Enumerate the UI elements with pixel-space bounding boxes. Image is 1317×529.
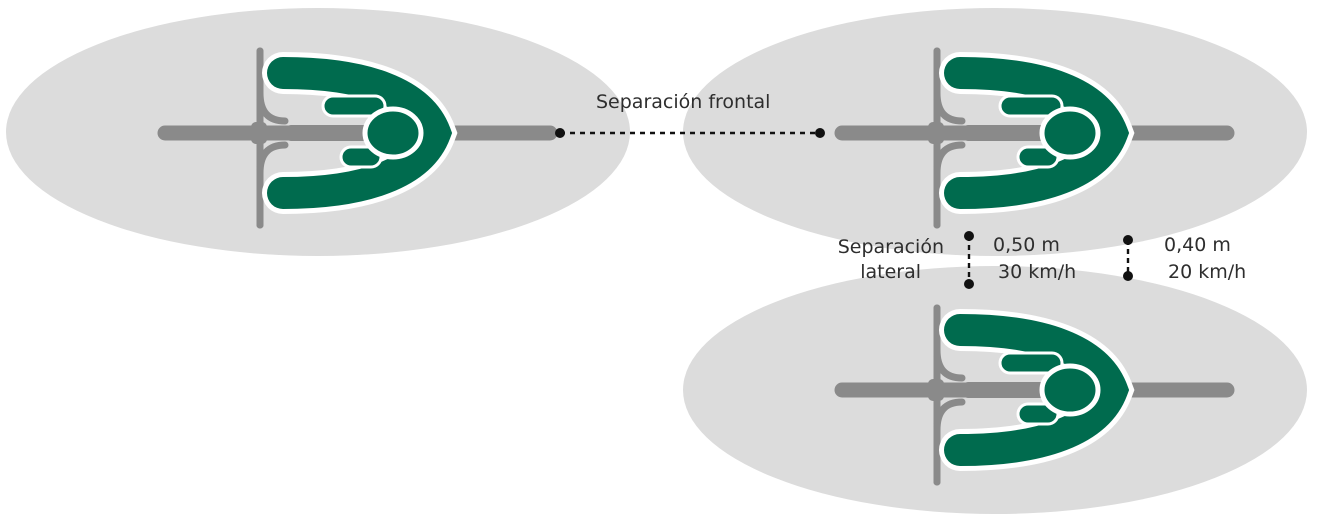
frontal-separation-label: Separación frontal <box>596 91 770 113</box>
distance-20-label: 0,40 m <box>1164 234 1231 256</box>
distance-30-label: 0,50 m <box>993 234 1060 256</box>
lateral-separation-label-line1: Separación <box>838 236 944 258</box>
lateral-separation-guide-30 <box>964 231 974 289</box>
frontal-separation-guide <box>555 128 825 138</box>
speed-30-label: 30 km/h <box>998 261 1076 283</box>
speed-20-label: 20 km/h <box>1168 261 1246 283</box>
lateral-separation-guide-20 <box>1123 235 1133 281</box>
lateral-separation-label-line2: lateral <box>860 261 921 283</box>
